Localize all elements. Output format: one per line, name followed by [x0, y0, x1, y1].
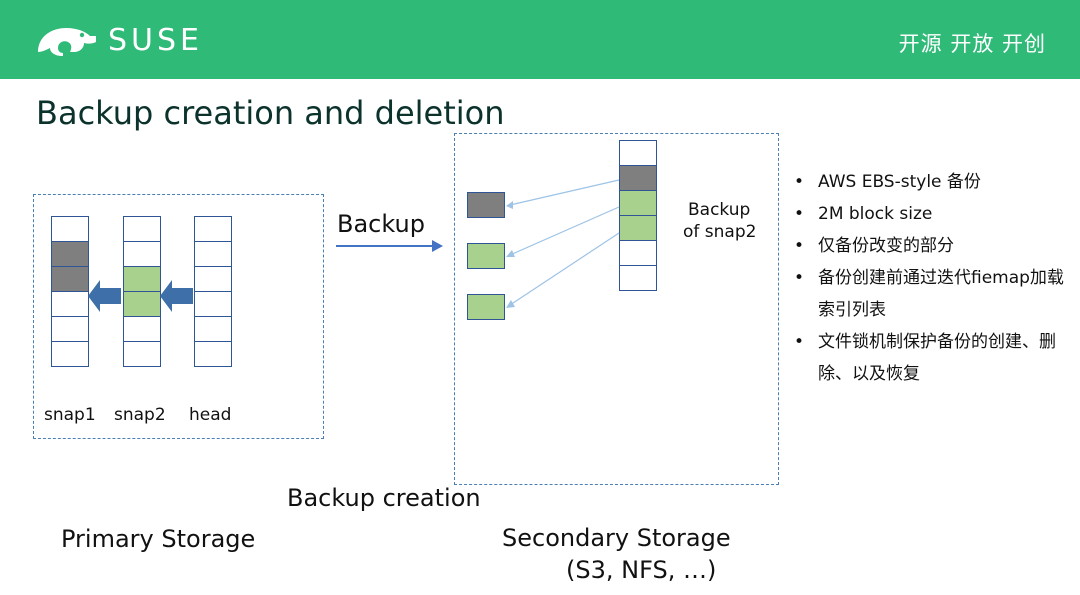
backup-of-snap2-label-line2: of snap2: [683, 222, 757, 242]
slogan: 开源 开放 开创: [898, 32, 1046, 56]
bullet-list: AWS EBS-style 备份 2M block size 仅备份改变的部分 …: [792, 166, 1076, 390]
snap2-column: [123, 216, 161, 367]
bullet-item: 仅备份改变的部分: [792, 230, 1076, 262]
backup-block: [467, 294, 505, 320]
backup-arrowhead-icon: [432, 240, 443, 252]
empty-block: [619, 265, 657, 291]
head-column: [194, 216, 232, 367]
bullet-item: 文件锁机制保护备份的创建、删除、以及恢复: [792, 326, 1076, 390]
backup-block: [467, 243, 505, 269]
backup-arrow-label: Backup: [337, 210, 425, 238]
header-bar: SUSE 开源 开放 开创: [0, 0, 1080, 79]
empty-block: [51, 291, 89, 317]
primary-storage-box: [33, 194, 324, 439]
secondary-storage-box: [454, 133, 779, 485]
green-block: [619, 190, 657, 216]
copy-line: [509, 206, 620, 256]
bullet-item: AWS EBS-style 备份: [792, 166, 1076, 198]
secondary-storage-sublabel: (S3, NFS, …): [566, 556, 717, 584]
empty-block: [123, 341, 161, 367]
head-to-snap2-arrow-icon: [160, 280, 193, 312]
snap2-label: snap2: [114, 405, 166, 425]
copy-arrowhead-icon: [506, 201, 513, 209]
empty-block: [619, 240, 657, 266]
green-block: [619, 215, 657, 241]
green-block: [123, 266, 161, 292]
empty-block: [194, 291, 232, 317]
backup-of-snap2-label-line1: Backup: [688, 200, 751, 220]
snap1-label: snap1: [44, 405, 96, 425]
suse-logo: SUSE: [34, 22, 203, 58]
backup-block: [467, 192, 505, 218]
copy-line: [509, 179, 620, 206]
empty-block: [51, 341, 89, 367]
copy-arrowhead-icon: [506, 250, 515, 257]
logo-text: SUSE: [108, 22, 203, 58]
empty-block: [194, 316, 232, 342]
snap1-column: [51, 216, 89, 367]
empty-block: [194, 341, 232, 367]
backup-snap2-column: [619, 140, 657, 291]
backup-creation-caption: Backup creation: [287, 484, 481, 512]
head-label: head: [189, 405, 232, 425]
copy-line: [509, 232, 620, 306]
empty-block: [194, 241, 232, 267]
chameleon-icon: [38, 28, 96, 56]
snap2-to-snap1-arrow-icon: [88, 280, 121, 312]
bullet-item: 备份创建前通过迭代fiemap加载索引列表: [792, 262, 1076, 326]
copy-arrowhead-icon: [506, 300, 515, 308]
bullet-item: 2M block size: [792, 198, 1076, 230]
primary-storage-label: Primary Storage: [61, 525, 256, 553]
slide-title: Backup creation and deletion: [36, 94, 505, 132]
secondary-storage-label: Secondary Storage: [502, 524, 731, 552]
empty-block: [123, 316, 161, 342]
empty-block: [123, 216, 161, 242]
